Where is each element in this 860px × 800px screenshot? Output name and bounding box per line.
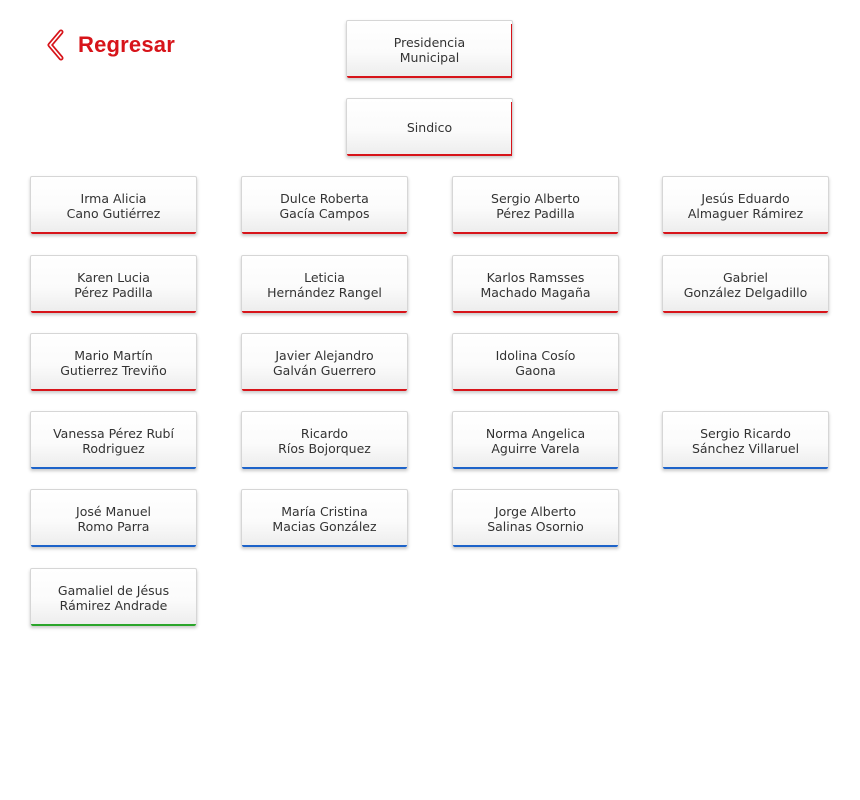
member-last-name: Aguirre Varela bbox=[491, 440, 580, 456]
member-card[interactable]: Jorge Alberto Salinas Osornio bbox=[452, 489, 619, 547]
card-line1: Presidencia bbox=[393, 34, 466, 50]
member-first-name: Jorge Alberto bbox=[494, 503, 577, 519]
member-first-name: Javier Alejandro bbox=[275, 347, 374, 363]
member-last-name: Almaguer Rámirez bbox=[687, 205, 804, 221]
member-first-name: Jesús Eduardo bbox=[701, 190, 790, 206]
member-last-name: Gutierrez Treviño bbox=[60, 362, 167, 378]
member-first-name: José Manuel bbox=[76, 503, 151, 519]
member-card[interactable]: Javier Alejandro Galván Guerrero bbox=[241, 333, 408, 391]
member-first-name: Idolina Cosío bbox=[495, 347, 576, 363]
back-label: Regresar bbox=[78, 32, 175, 57]
member-first-name: Gabriel bbox=[722, 269, 769, 285]
member-first-name: Vanessa Pérez Rubí bbox=[53, 425, 174, 441]
member-last-name: Gaona bbox=[515, 362, 556, 378]
card-line1: Sindico bbox=[406, 120, 453, 135]
member-first-name: Sergio Ricardo bbox=[700, 425, 791, 441]
member-first-name: Sergio Alberto bbox=[491, 190, 580, 206]
card-line2: Municipal bbox=[399, 49, 460, 65]
member-first-name: Irma Alicia bbox=[80, 190, 147, 206]
member-first-name: Ricardo bbox=[300, 425, 349, 441]
member-last-name: Macias González bbox=[272, 518, 377, 534]
member-last-name: Rámirez Andrade bbox=[59, 597, 168, 613]
member-last-name: Sánchez Villaruel bbox=[691, 440, 800, 456]
member-card[interactable]: Gabriel González Delgadillo bbox=[662, 255, 829, 313]
member-first-name: Mario Martín bbox=[74, 347, 153, 363]
chevron-left-icon bbox=[47, 29, 64, 61]
member-card[interactable]: Irma Alicia Cano Gutiérrez bbox=[30, 176, 197, 234]
member-card[interactable]: Karlos Ramsses Machado Magaña bbox=[452, 255, 619, 313]
member-card[interactable]: Jesús Eduardo Almaguer Rámirez bbox=[662, 176, 829, 234]
member-first-name: Norma Angelica bbox=[485, 425, 586, 441]
member-card[interactable]: Leticia Hernández Rangel bbox=[241, 255, 408, 313]
member-card[interactable]: Dulce Roberta Gacía Campos bbox=[241, 176, 408, 234]
member-card[interactable]: Mario Martín Gutierrez Treviño bbox=[30, 333, 197, 391]
member-first-name: Gamaliel de Jésus bbox=[57, 582, 170, 598]
member-card[interactable]: María Cristina Macias González bbox=[241, 489, 408, 547]
member-card[interactable]: Sergio Alberto Pérez Padilla bbox=[452, 176, 619, 234]
member-card[interactable]: José Manuel Romo Parra bbox=[30, 489, 197, 547]
member-last-name: Pérez Padilla bbox=[74, 284, 153, 300]
member-last-name: Cano Gutiérrez bbox=[66, 205, 161, 221]
member-card[interactable]: Vanessa Pérez Rubí Rodriguez bbox=[30, 411, 197, 469]
member-last-name: Salinas Osornio bbox=[487, 518, 584, 534]
member-first-name: Karlos Ramsses bbox=[486, 269, 585, 285]
member-card[interactable]: Gamaliel de Jésus Rámirez Andrade bbox=[30, 568, 197, 626]
member-card[interactable]: Karen Lucia Pérez Padilla bbox=[30, 255, 197, 313]
member-last-name: Pérez Padilla bbox=[496, 205, 575, 221]
member-last-name: Machado Magaña bbox=[480, 284, 591, 300]
card-sindico[interactable]: Sindico bbox=[346, 98, 513, 156]
member-card[interactable]: Norma Angelica Aguirre Varela bbox=[452, 411, 619, 469]
member-first-name: Dulce Roberta bbox=[280, 190, 369, 206]
member-card[interactable]: Ricardo Ríos Bojorquez bbox=[241, 411, 408, 469]
back-button[interactable]: Regresar bbox=[44, 28, 175, 62]
member-first-name: Karen Lucia bbox=[77, 269, 150, 285]
member-last-name: Ríos Bojorquez bbox=[278, 440, 371, 456]
member-last-name: Hernández Rangel bbox=[267, 284, 382, 300]
member-last-name: González Delgadillo bbox=[683, 284, 808, 300]
card-presidencia-municipal[interactable]: Presidencia Municipal bbox=[346, 20, 513, 78]
member-card[interactable]: Sergio Ricardo Sánchez Villaruel bbox=[662, 411, 829, 469]
member-last-name: Rodriguez bbox=[82, 440, 145, 456]
member-last-name: Gacía Campos bbox=[279, 205, 370, 221]
member-card[interactable]: Idolina Cosío Gaona bbox=[452, 333, 619, 391]
member-last-name: Romo Parra bbox=[77, 518, 150, 534]
member-last-name: Galván Guerrero bbox=[272, 362, 377, 378]
member-first-name: Leticia bbox=[304, 269, 345, 285]
member-first-name: María Cristina bbox=[281, 503, 368, 519]
